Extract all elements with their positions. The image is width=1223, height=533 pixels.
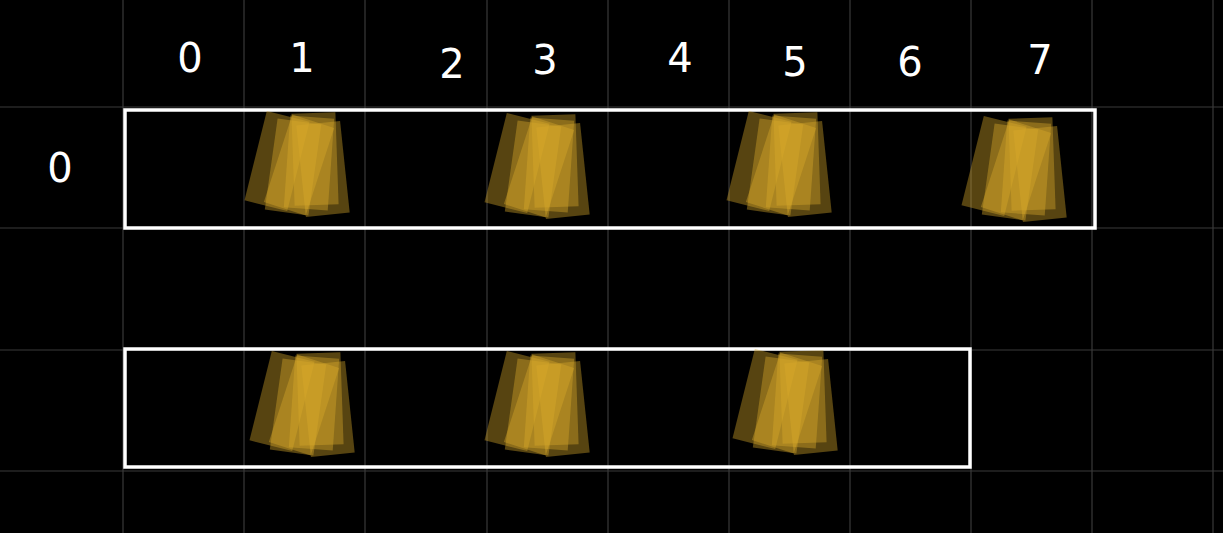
yellow-blob [245, 111, 350, 217]
column-index: 2 [439, 44, 464, 84]
blob-group [245, 111, 1067, 457]
yellow-blob [485, 351, 590, 457]
column-index: 3 [532, 40, 557, 80]
yellow-blob [733, 349, 838, 455]
blob-stroke [773, 112, 820, 205]
grid-line [0, 470, 1223, 471]
yellow-blob [962, 116, 1067, 222]
array-box [125, 349, 970, 467]
grid-line [1091, 0, 1092, 533]
grid-line [364, 0, 365, 533]
grid-line [849, 0, 850, 533]
grid-line [607, 0, 608, 533]
grid-line [0, 106, 1223, 107]
grid-lines [0, 107, 1223, 471]
blob-stroke [291, 112, 338, 205]
yellow-blob [727, 111, 832, 217]
column-index: 1 [289, 38, 314, 78]
grid-line [243, 0, 244, 533]
array-box [125, 110, 1095, 228]
grid-line [728, 0, 729, 533]
yellow-blob [250, 351, 355, 457]
column-index: 7 [1027, 40, 1052, 80]
blob-stroke [1008, 117, 1055, 210]
row-index: 0 [47, 148, 72, 188]
blob-stroke [296, 352, 343, 445]
column-index: 6 [897, 42, 922, 82]
grid-line [486, 0, 487, 533]
column-index: 4 [667, 38, 692, 78]
yellow-blob [485, 113, 590, 219]
blob-stroke [779, 350, 826, 443]
blob-stroke [531, 114, 578, 207]
grid-lines [123, 0, 1213, 533]
grid-line [1212, 0, 1213, 533]
column-index: 5 [782, 42, 807, 82]
blob-stroke [531, 352, 578, 445]
column-index: 0 [177, 38, 202, 78]
